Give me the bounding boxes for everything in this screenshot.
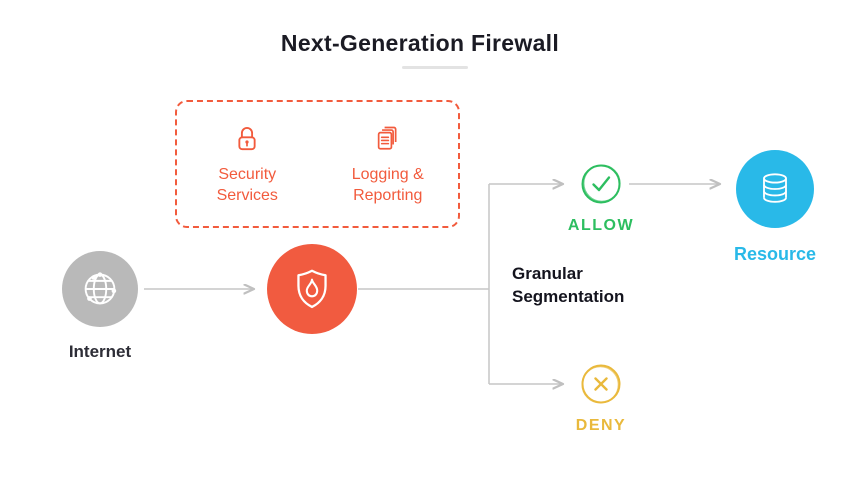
internet-node — [62, 251, 138, 327]
service-item-security-services: Security Services — [197, 122, 297, 207]
title-underline — [402, 66, 468, 69]
service-label: Security Services — [216, 166, 278, 204]
shield-flame-icon — [297, 269, 327, 309]
lock-icon — [238, 127, 256, 151]
x-circle-icon — [581, 364, 621, 404]
logging-icon — [377, 126, 397, 150]
granular-segmentation-label: Granular Segmentation — [512, 264, 625, 306]
allow-label: ALLOW — [567, 217, 635, 234]
diagram-title: Next-Generation Firewall — [280, 30, 560, 56]
allow-node — [579, 162, 623, 206]
check-circle-icon — [581, 164, 621, 204]
security-services-box: Security Services Logging & Reporting — [175, 100, 460, 228]
resource-label: Resource — [733, 244, 817, 264]
deny-label: DENY — [575, 417, 627, 434]
internet-label: Internet — [68, 342, 132, 361]
deny-node — [579, 362, 623, 406]
globe-network-icon — [84, 272, 117, 305]
service-item-logging-reporting: Logging & Reporting — [338, 122, 438, 207]
resource-node — [736, 150, 814, 228]
service-label: Logging & Reporting — [351, 166, 424, 204]
firewall-node — [267, 244, 357, 334]
database-icon — [763, 173, 787, 203]
